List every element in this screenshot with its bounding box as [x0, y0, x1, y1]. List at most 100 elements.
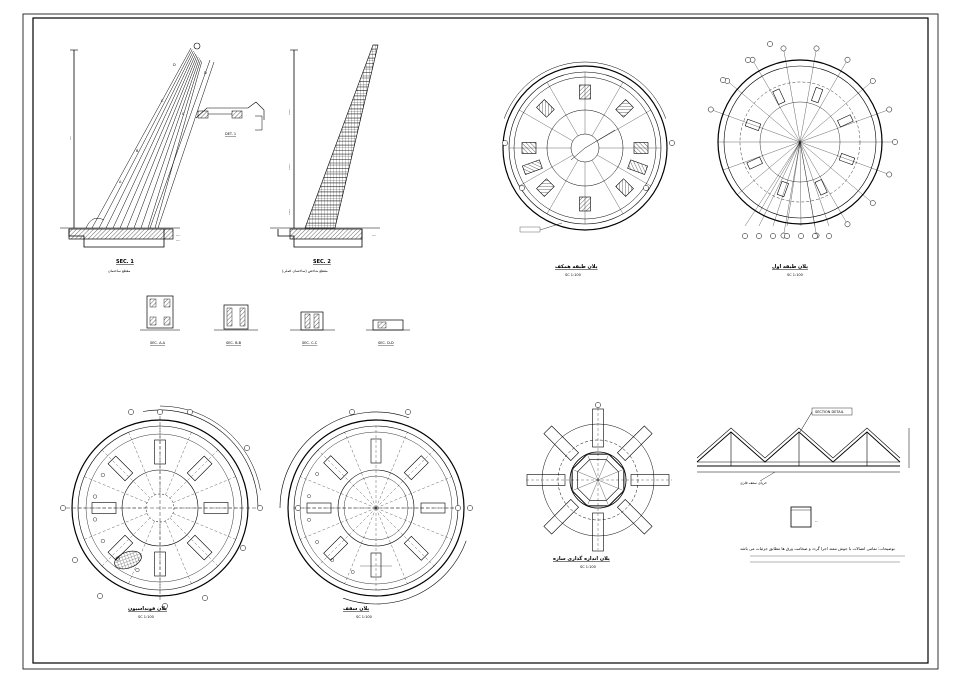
radial-line [799, 141, 878, 171]
radial-line [591, 160, 624, 214]
grid-bubble [60, 505, 66, 511]
radial-line [758, 141, 801, 214]
cable-line [91, 47, 192, 229]
plan-column [633, 142, 649, 154]
radial-line [519, 154, 573, 187]
grid-bubble [405, 409, 411, 415]
plan-column [744, 118, 762, 131]
radial-arm [543, 425, 579, 461]
radial-line [169, 449, 219, 499]
plan-arc [503, 61, 667, 119]
plan-ring [287, 419, 465, 597]
grid-bubble [886, 106, 893, 113]
plan2-scale: SC 1:100 [787, 273, 803, 277]
sec-d-label: SEC. D-D [378, 341, 394, 345]
svg-text:--: -- [815, 519, 818, 523]
grid-bubble [784, 233, 790, 239]
radial-line [758, 70, 801, 143]
truss-label: SECTION DETAIL [815, 410, 844, 414]
svg-text:---: --- [176, 233, 181, 237]
plan1-scale: SC 1:100 [565, 273, 581, 277]
svg-text:---: --- [176, 238, 181, 242]
sec-b-label: SEC. B-B [226, 341, 242, 345]
svg-text:----: ---- [287, 209, 292, 215]
plan-column [370, 438, 382, 464]
grid-bubble [519, 185, 525, 191]
radial-line [597, 154, 651, 187]
plan-column [370, 552, 382, 578]
svg-text:D: D [173, 63, 176, 67]
plan-column [403, 535, 429, 561]
cable-line [98, 49, 193, 229]
grid-bubble [756, 233, 762, 239]
plan3-title: پلان فونداسیون [128, 606, 167, 612]
radial-line [584, 129, 616, 149]
plan-column [91, 502, 117, 514]
small-sections: SEC. A-A SEC. B-B SEC. C-C SEC. D-D [140, 295, 410, 345]
radial-line [587, 454, 599, 481]
radial-line [344, 507, 377, 584]
plan-column [154, 439, 166, 465]
plan-column [323, 455, 349, 481]
cable-lines [85, 47, 215, 229]
plan-column [521, 142, 537, 154]
plan-column [615, 178, 634, 197]
radial-line [375, 507, 435, 567]
radial-line [799, 113, 878, 143]
radial-line [591, 82, 624, 136]
radial-line [375, 432, 408, 509]
grid-bubble [349, 409, 355, 415]
plan-first-floor [707, 41, 898, 239]
grid-bubble [869, 200, 876, 206]
plan-column [579, 196, 591, 212]
radial-line [375, 507, 452, 540]
radial-line [587, 479, 599, 506]
radial-line [737, 141, 801, 195]
radial-line [737, 89, 801, 143]
cable-line [147, 59, 201, 229]
grid-bubble [240, 545, 246, 551]
plan-column [776, 180, 789, 198]
radial-line [317, 507, 377, 567]
grid-bubble [72, 557, 78, 563]
cable-line [126, 55, 198, 229]
radial-arm [617, 425, 653, 461]
plan-column [837, 114, 854, 128]
radial-arm [617, 499, 653, 535]
grid-bubble [770, 233, 776, 239]
radial-line [785, 61, 801, 143]
plan-column [746, 156, 763, 170]
radial-line [570, 147, 586, 161]
grid-bubble [844, 221, 851, 228]
cable-line [112, 52, 195, 229]
svg-text:---: --- [68, 135, 72, 140]
svg-text:C: C [161, 99, 164, 103]
grid-bubble [295, 505, 301, 511]
sec-c: SEC. C-C [290, 311, 335, 345]
plan-column [154, 551, 166, 577]
plan-arc [159, 405, 261, 491]
radial-line [300, 507, 377, 540]
leader-line [786, 141, 801, 227]
cable-line [105, 50, 194, 229]
truss-note: خرپای سقف فلزی [740, 481, 767, 485]
cable-line [140, 58, 200, 229]
radial-line [84, 513, 148, 540]
grid-bubble [780, 45, 787, 52]
radial-line [101, 517, 151, 567]
plan-column [420, 502, 446, 514]
grid-bubble [892, 139, 898, 145]
pile [307, 518, 311, 522]
plan-column [403, 455, 429, 481]
plan-ground-floor [502, 61, 675, 233]
radial-line [597, 469, 624, 481]
svg-text:D: D [204, 71, 207, 75]
radial-line [375, 507, 408, 584]
radial-line [128, 520, 155, 584]
roof-truss: SECTION DETAIL خرپای سقف فلزی -- توضیحات… [696, 407, 910, 563]
notes: توضیحات: تمامی اتصالات با جوش ممتد اجرا … [740, 546, 895, 551]
radial-arm [543, 499, 579, 535]
pile [330, 558, 335, 562]
radial-line [799, 70, 842, 143]
sec1-caption: مقطع ساختمان [108, 269, 130, 273]
